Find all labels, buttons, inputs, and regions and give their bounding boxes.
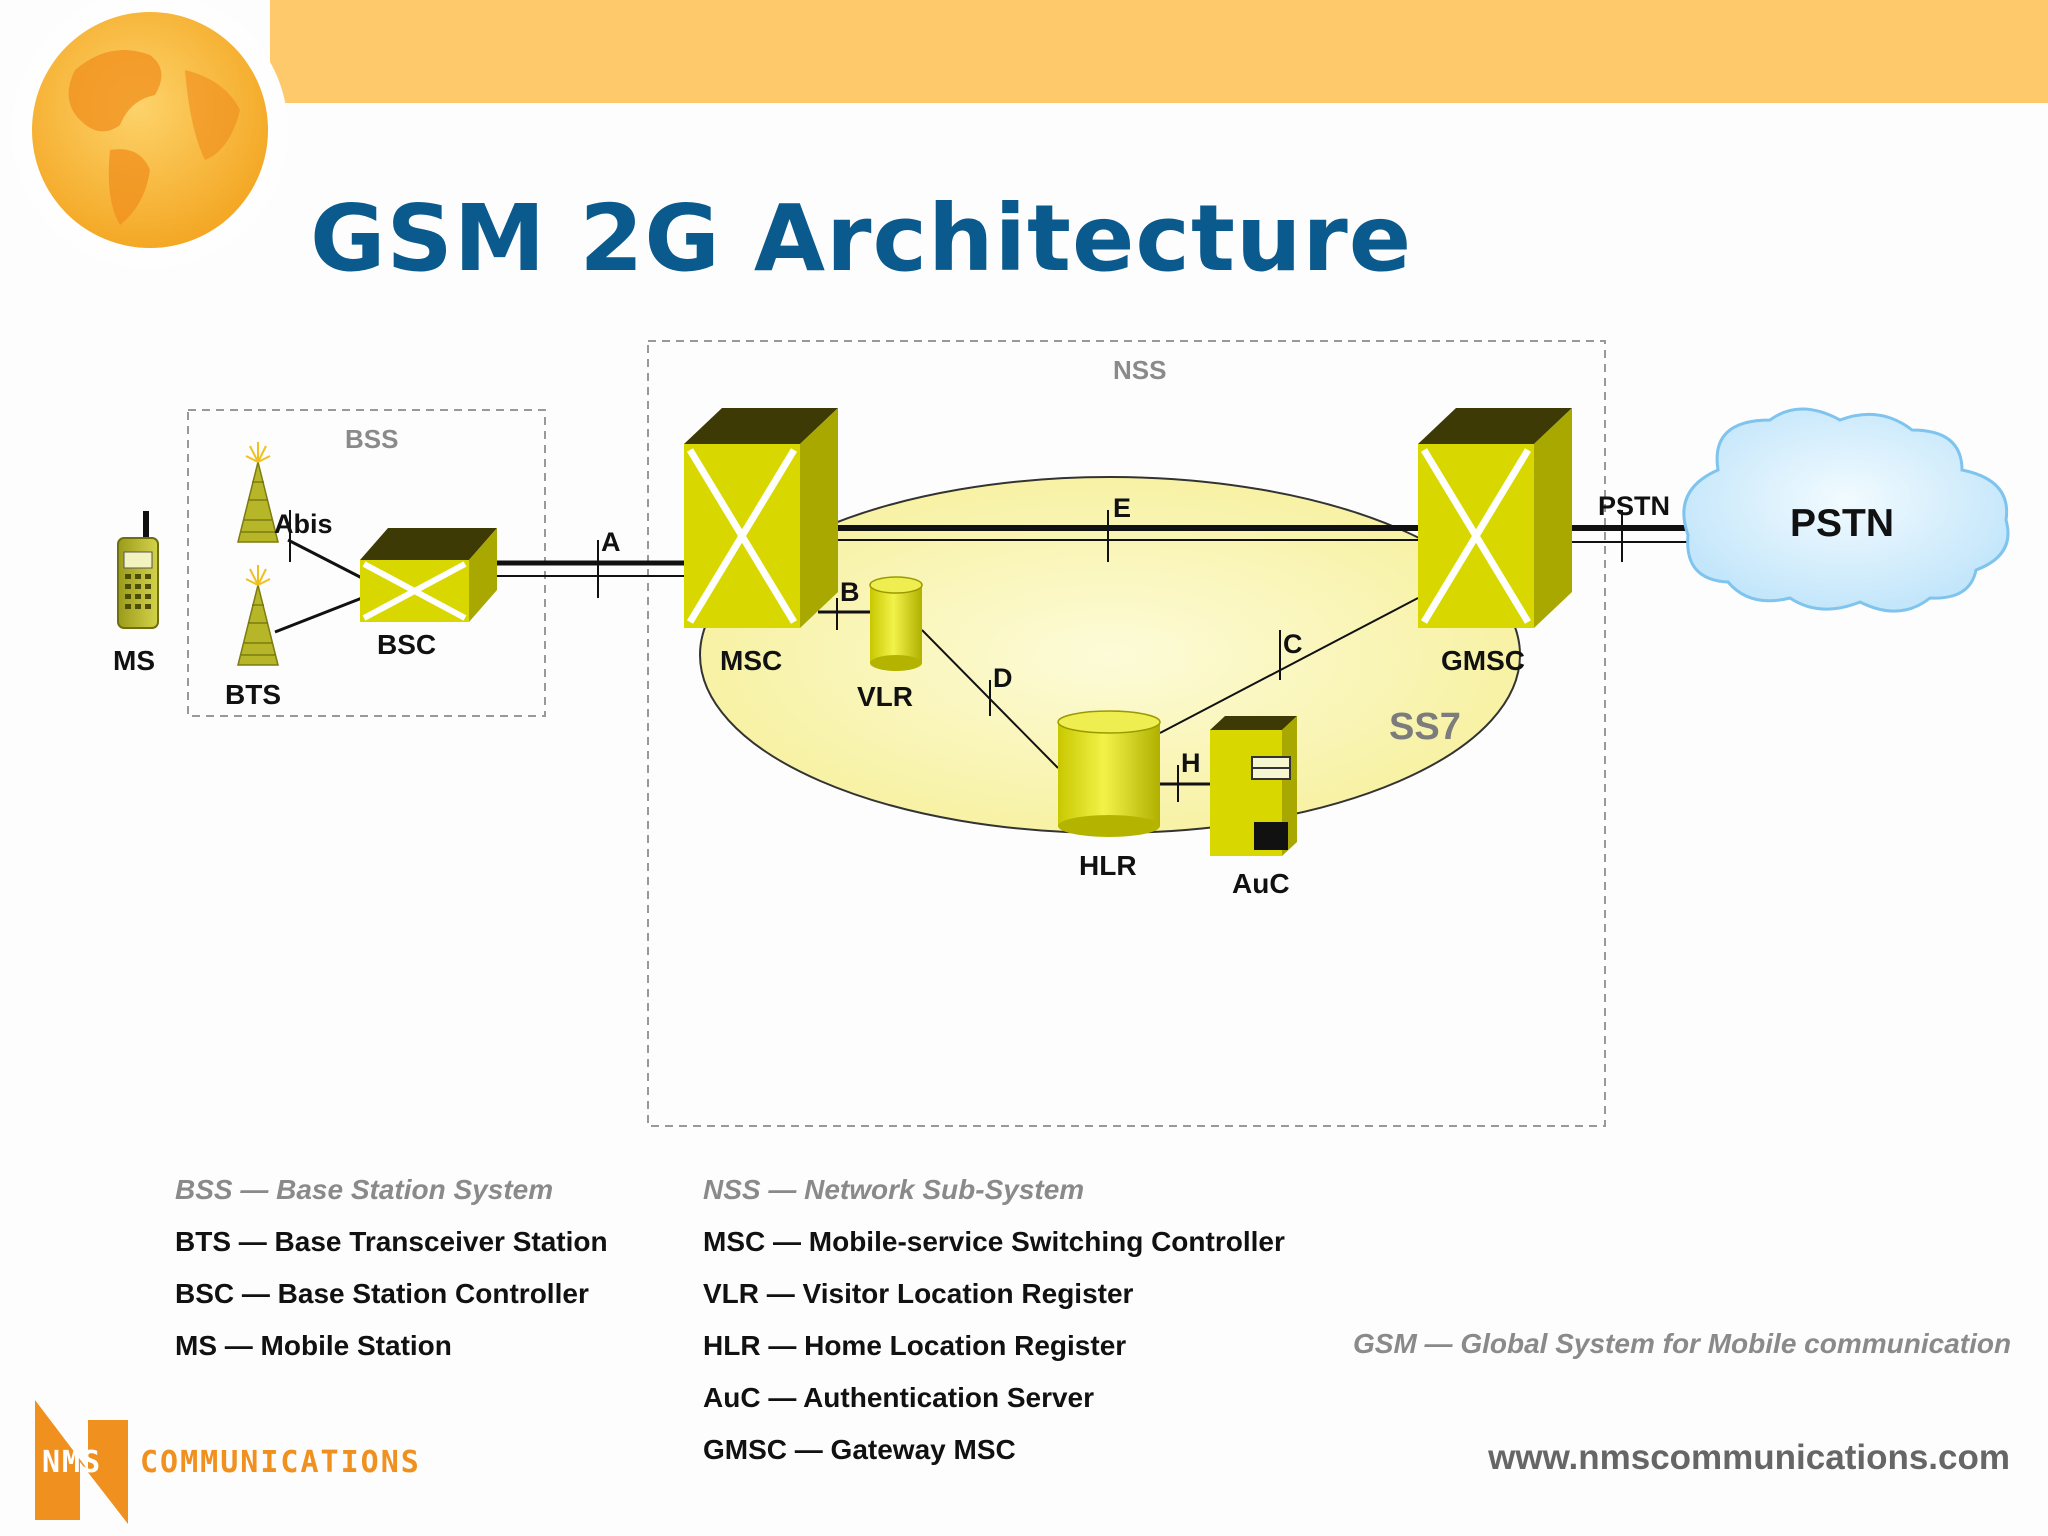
cloud-label-pstn: PSTN [1790, 502, 1894, 545]
bsc-switch-icon [360, 528, 497, 622]
legend-item-ms: MS — Mobile Station [175, 1330, 452, 1361]
link-hlr-gmsc-c [1159, 597, 1419, 734]
logo-nms-text: NMS [42, 1445, 103, 1480]
bts-tower-icon [237, 442, 279, 543]
legend-item-nss: NSS — Network Sub-System [703, 1174, 1085, 1205]
hlr-database-icon [1057, 710, 1161, 837]
auc-server-icon [1210, 716, 1297, 856]
node-label-hlr: HLR [1079, 850, 1137, 881]
globe-logo-icon [32, 12, 268, 248]
node-label-msc: MSC [720, 645, 782, 676]
legend-item-auc: AuC — Authentication Server [703, 1382, 1095, 1413]
bts-tower-icon [237, 565, 279, 666]
legend-item-bsc: BSC — Base Station Controller [175, 1278, 589, 1309]
link-bts1-bsc [287, 538, 363, 580]
legend-item-bts: BTS — Base Transceiver Station [175, 1226, 608, 1257]
legend-item-gsm: GSM — Global System for Mobile communica… [1353, 1328, 2012, 1359]
interface-ticks [289, 510, 1623, 802]
pstn-cloud-icon [1682, 407, 2010, 613]
node-label-ms: MS [113, 645, 155, 676]
node-label-gmsc: GMSC [1441, 645, 1525, 676]
node-label-auc: AuC [1232, 868, 1290, 899]
legend-item-gmsc: GMSC — Gateway MSC [703, 1434, 1016, 1465]
legend-item-vlr: VLR — Visitor Location Register [703, 1278, 1134, 1309]
vlr-database-icon [869, 576, 923, 671]
msc-switch-icon [684, 408, 838, 628]
mobile-station-icon [117, 511, 159, 629]
gmsc-switch-icon [1418, 408, 1572, 628]
node-label-bts: BTS [225, 679, 281, 710]
interface-label-a: A [601, 527, 621, 557]
interface-label-b: B [840, 577, 860, 607]
legend-item-bss: BSS — Base Station System [175, 1174, 554, 1205]
group-label-nss: NSS [1113, 355, 1166, 385]
interface-label-h: H [1181, 748, 1201, 778]
nss-group-box [647, 340, 1606, 1127]
page-title: GSM 2G Architecture [310, 185, 1413, 292]
interface-label-pstn: PSTN [1598, 491, 1670, 521]
header-band [270, 0, 2048, 103]
group-label-bss: BSS [345, 424, 398, 454]
nms-logo-icon [35, 1400, 128, 1524]
interface-label-e: E [1113, 493, 1131, 523]
node-label-bsc: BSC [377, 629, 436, 660]
node-label-vlr: VLR [857, 681, 913, 712]
interface-label-c: C [1283, 629, 1303, 659]
legend-item-msc: MSC — Mobile-service Switching Controlle… [703, 1226, 1285, 1257]
interface-label-abis: Abis [274, 509, 333, 539]
logo-communications-text: COMMUNICATIONS [140, 1445, 421, 1480]
ss7-label: SS7 [1389, 706, 1461, 748]
link-bts2-bsc [274, 596, 363, 634]
interface-label-d: D [993, 663, 1013, 693]
legend-item-hlr: HLR — Home Location Register [703, 1330, 1127, 1361]
footer-url[interactable]: www.nmscommunications.com [1488, 1438, 2010, 1477]
